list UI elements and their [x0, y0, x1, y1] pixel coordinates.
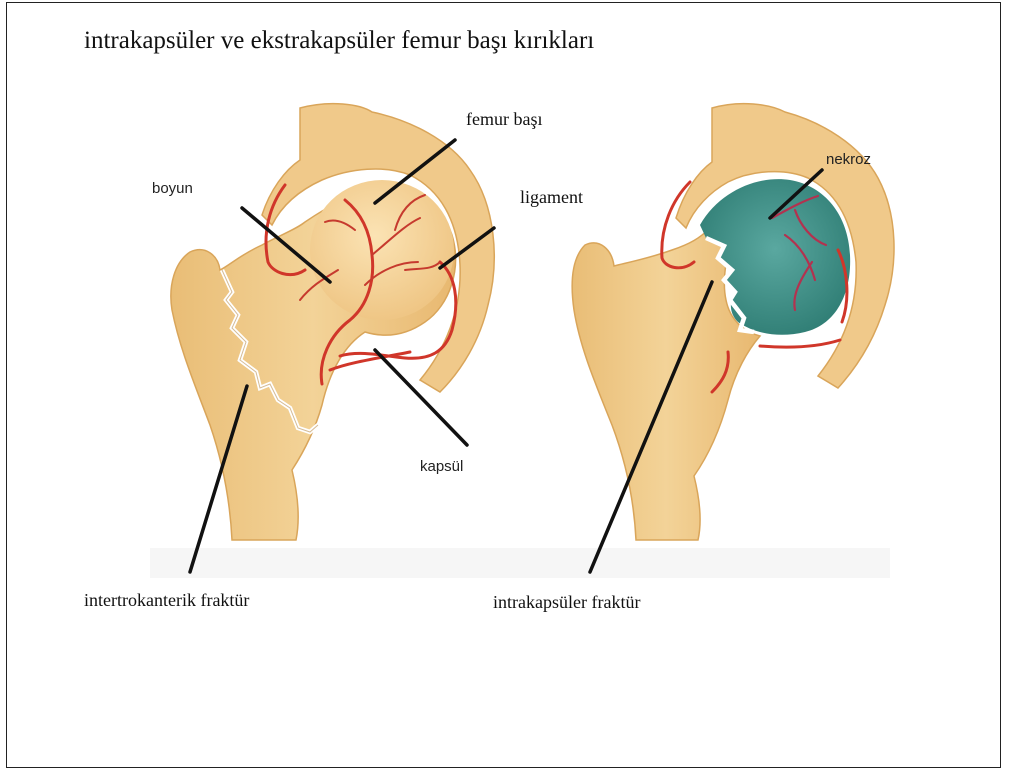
label-ligament: ligament	[520, 187, 583, 207]
right-femur-illustration	[572, 104, 894, 540]
label-intertrokanterik: intertrokanterik fraktür	[84, 590, 249, 610]
label-boyun: boyun	[152, 180, 193, 197]
left-femoral-head	[310, 180, 454, 320]
label-nekroz: nekroz	[826, 151, 871, 168]
label-femur-basi: femur başı	[466, 109, 542, 129]
label-intrakapsuler: intrakapsüler fraktür	[493, 592, 640, 612]
label-kapsul: kapsül	[420, 458, 463, 475]
illustration-fade	[150, 548, 890, 578]
